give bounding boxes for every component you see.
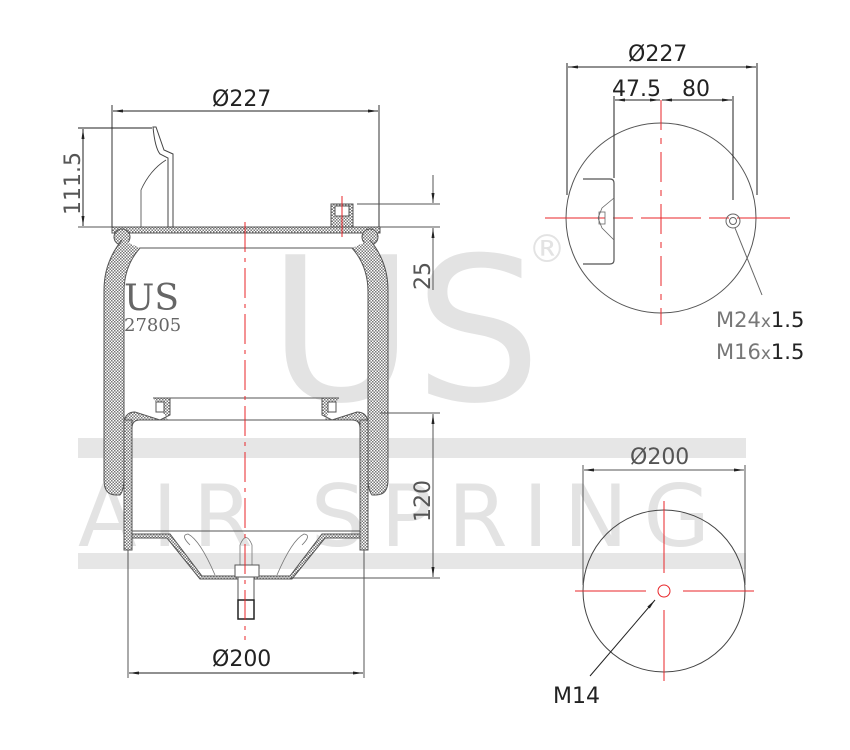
dim-piston-height: 120 [411, 480, 436, 522]
bottom-plate-view [575, 501, 754, 681]
bottom-stud [237, 576, 255, 620]
dim-top-plate-diameter: Ø227 [628, 42, 687, 67]
side-brand-label: US [124, 278, 179, 319]
watermark-registered: ® [528, 227, 566, 271]
dim-offset-right: 80 [682, 77, 710, 102]
air-port [725, 213, 741, 229]
top-plate-view [545, 100, 790, 325]
thread-label-1: M24x1.5 [716, 308, 804, 332]
dim-bottom-diameter: Ø200 [212, 647, 271, 672]
bellow-wall-right [351, 239, 389, 496]
watermark: US ® AIR SPRING [78, 215, 748, 569]
dim-stud-offset: 25 [411, 262, 436, 290]
piston-wall-right [359, 419, 369, 551]
top-bead-plate [111, 226, 381, 234]
thread-label-2: M16x1.5 [716, 340, 804, 364]
top-bracket [583, 178, 615, 265]
side-view: US 27805 [103, 126, 389, 640]
dim-offset-left: 47.5 [612, 77, 661, 102]
part-number: 27805 [124, 315, 181, 336]
piston-wall-left [123, 419, 133, 551]
dim-bracket-height: 111.5 [61, 152, 86, 215]
bellow-wall-left [103, 239, 141, 496]
watermark-tagline: AIR SPRING [78, 467, 748, 567]
bottom-plate-dimensions [582, 465, 746, 585]
thread-label-bottom: M14 [553, 684, 600, 709]
dim-top-diameter: Ø227 [212, 87, 271, 112]
mounting-bracket [152, 126, 174, 228]
side-view-dimensions [78, 105, 440, 678]
top-plate-dimensions [566, 63, 758, 200]
watermark-brand: US [268, 215, 541, 448]
dim-bottom-plate-diameter: Ø200 [630, 445, 689, 470]
bottom-center-hole [657, 584, 671, 598]
